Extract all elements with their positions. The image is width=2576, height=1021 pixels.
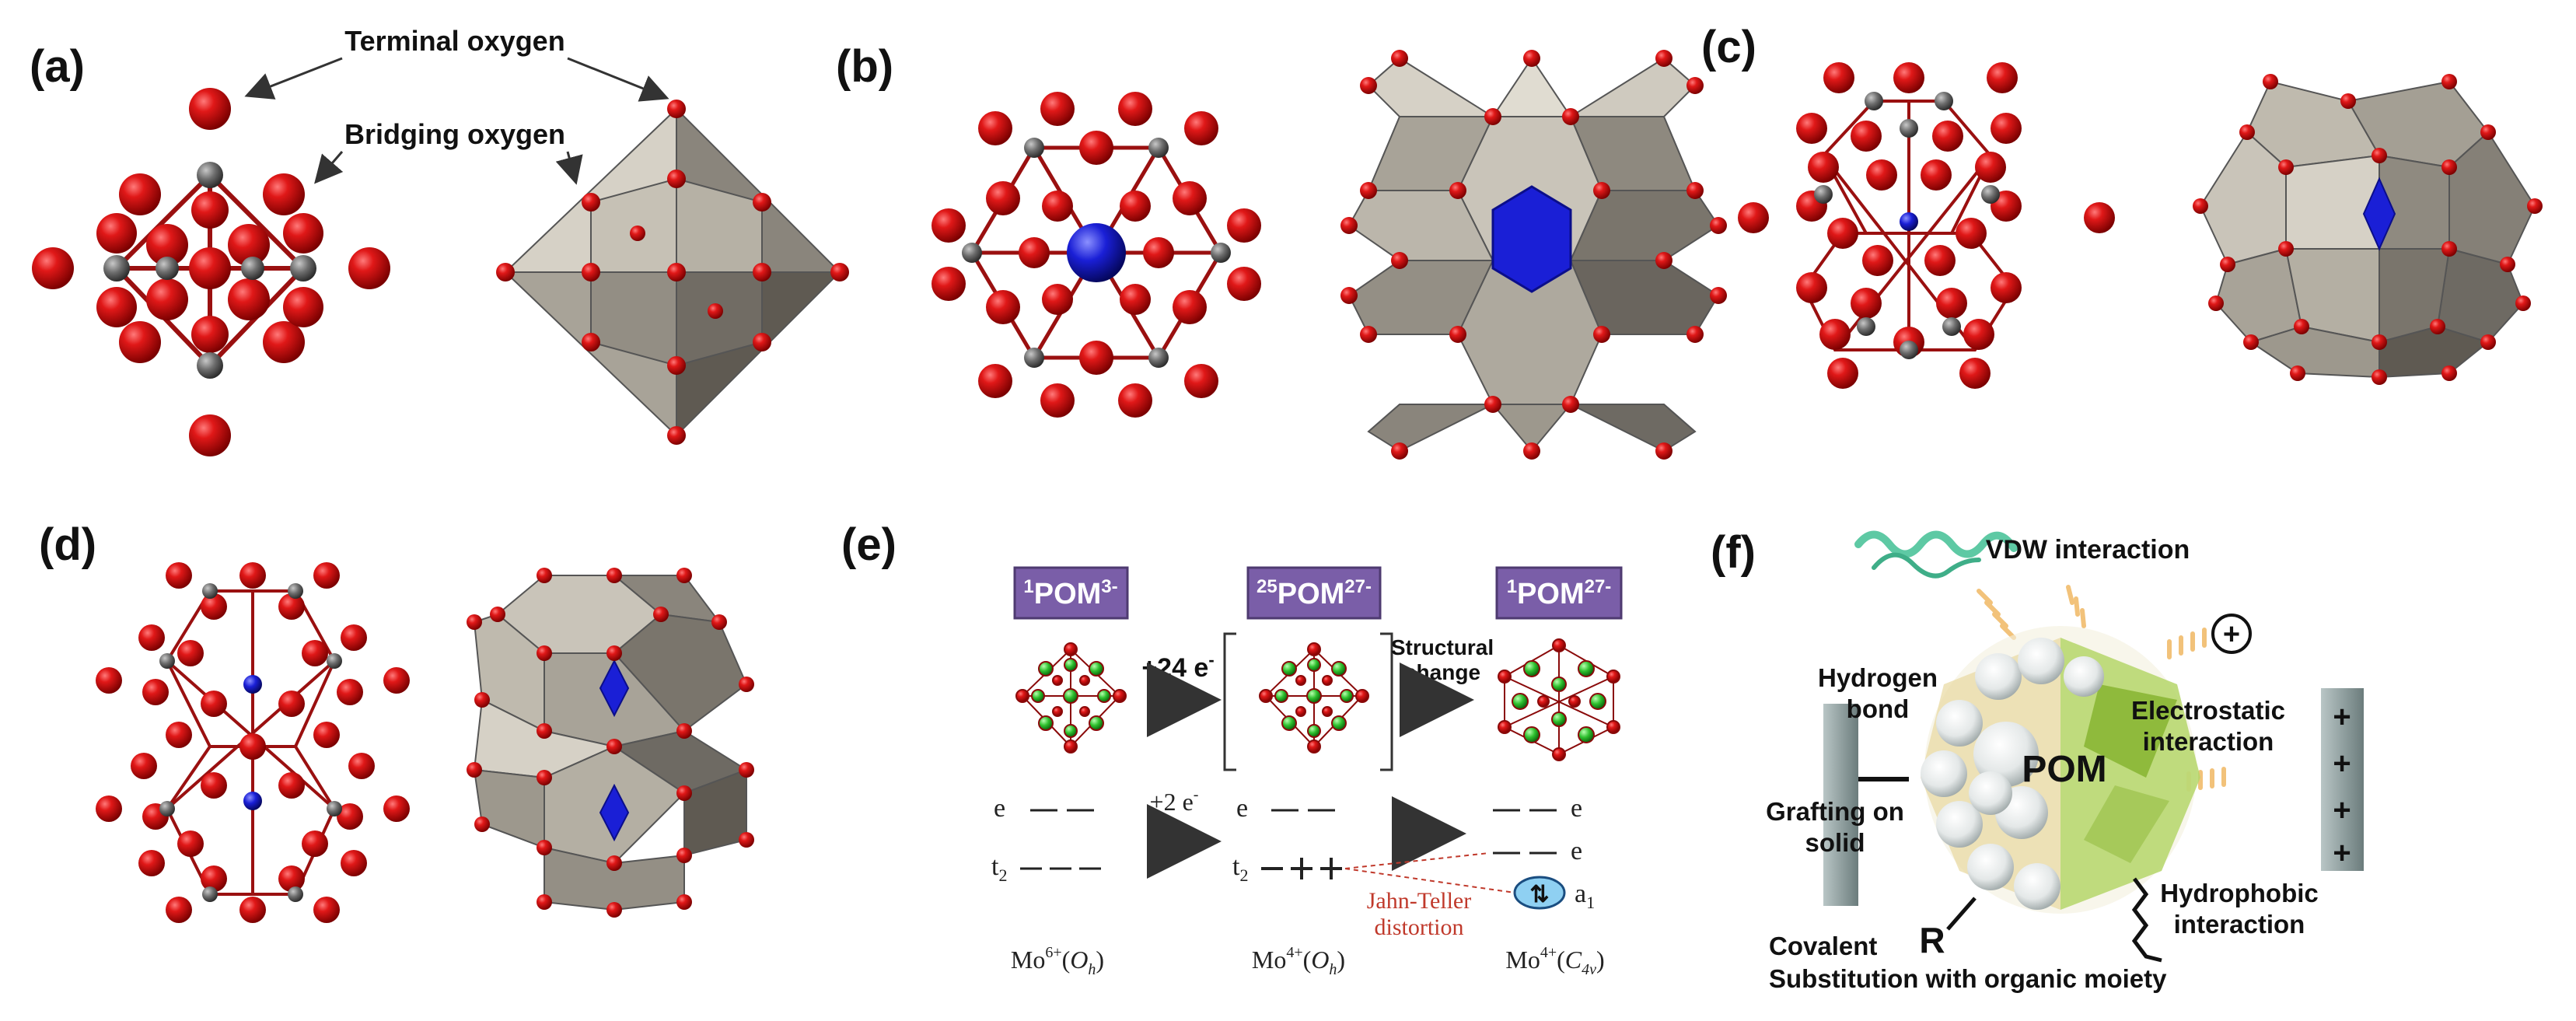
state-mo4-oh: Mo4+(Oh) [1252, 944, 1345, 978]
vdw-wave-icon-2 [2066, 585, 2086, 628]
electrostatic-wave-icon [2167, 628, 2207, 659]
panel-f-label: (f) [1711, 527, 1756, 578]
lindqvist-polyhedra [503, 107, 842, 438]
terminal-arrow-left [244, 57, 343, 100]
heteroatom-c [1900, 212, 1918, 231]
metal-atoms-d [159, 583, 342, 902]
panel-e: 1POM3- 25POM27- 1POM27- [991, 566, 1623, 978]
oxygen-atoms-c [1738, 62, 2115, 389]
electrode-plus-2: + [2333, 747, 2351, 781]
heteroatom-octahedron-b [1491, 185, 1572, 293]
badge-pom-25: 25POM27- [1246, 566, 1382, 620]
panel-a: Terminal oxygen Bridging oxygen [32, 25, 849, 456]
electrode-plus-3: + [2333, 793, 2351, 827]
r-linker [1946, 897, 1977, 931]
cluster-reduced [1259, 642, 1369, 754]
hydrophobic-chain-icon [2131, 877, 2162, 963]
heteroatom-tetrahedron-c [2362, 177, 2396, 251]
bridging-arrow-left [314, 151, 344, 184]
panel-c-label: (c) [1701, 22, 1756, 72]
heteroatom-d-bottom [243, 792, 262, 810]
panel-d-label: (d) [39, 519, 96, 570]
step-plus-24e: +24 e- [1141, 650, 1214, 683]
level-e-4: e [1571, 837, 1582, 865]
metal-atoms-b [962, 138, 1231, 368]
vdw-wave-icon [1977, 589, 2016, 640]
oxygen-atoms-b [931, 92, 1261, 418]
cluster-oxidized [1015, 642, 1127, 754]
heteroatom-b [1067, 223, 1126, 282]
protein-ribbon-icon [1854, 530, 2018, 558]
electron-crosses [1261, 858, 1342, 879]
metal-atoms-a [103, 162, 316, 379]
cluster-distorted [1498, 638, 1620, 761]
svg-text:+: + [2223, 618, 2240, 651]
polyhedra-oxygens-d [467, 568, 754, 918]
level-a1: a1 [1575, 879, 1595, 912]
level-e-3: e [1571, 794, 1582, 823]
level-e-2: e [1236, 794, 1248, 823]
level-t2-2: t2 [1232, 852, 1248, 885]
pom-label: POM [2022, 749, 2106, 790]
bracket-left [1223, 632, 1236, 771]
panel-f: VDW interaction + + + + + [1766, 530, 2364, 993]
bridging-arrow-right [555, 151, 583, 185]
r-group-label: R [1919, 920, 1945, 960]
oxygen-atoms-d [96, 562, 410, 923]
protein-ribbon-icon-2 [1872, 552, 1981, 579]
panel-b-label: (b) [836, 41, 893, 92]
panel-c [1738, 62, 2543, 389]
polyhedra-oxygens-b [1340, 50, 1727, 460]
svg-text:25POM27-: 25POM27- [1257, 576, 1372, 610]
jahn-teller-dashes [1344, 852, 1515, 893]
terminal-oxygen-label: Terminal oxygen [344, 25, 564, 57]
metal-atoms-c [1814, 92, 2000, 359]
state-mo6-oh: Mo6+(Oh) [1011, 944, 1104, 978]
panel-a-label: (a) [30, 41, 85, 92]
paired-electrons-icon: ⇅ [1529, 882, 1549, 907]
heteroatom-tetrahedron-d-bottom [599, 783, 630, 842]
badge-pom-1: 1POM3- [1013, 566, 1129, 620]
oxygen-atoms-a [32, 88, 390, 456]
pom-cluster [1921, 626, 2200, 914]
covalent-label: Covalent [1769, 932, 1877, 960]
badge-pom-27: 1POM27- [1495, 566, 1623, 620]
positive-electrode [2321, 688, 2364, 871]
substitution-label: Substitution with organic moiety [1769, 964, 2167, 993]
panel-d [96, 562, 754, 923]
electrode-plus-1: + [2333, 700, 2351, 734]
solid-substrate [1823, 704, 1858, 906]
panel-b [931, 50, 1727, 460]
level-e-1: e [994, 794, 1005, 823]
plus-charge-icon: + [2211, 614, 2252, 654]
heteroatom-tetrahedron-d-top [599, 659, 630, 718]
bridging-oxygen-label: Bridging oxygen [344, 118, 565, 150]
terminal-arrow-right [567, 57, 669, 102]
bracket-right [1380, 632, 1393, 771]
step-plus-2e: +2 e- [1150, 786, 1199, 816]
electrode-plus-4: + [2333, 836, 2351, 870]
heteroatom-d-top [243, 675, 262, 694]
state-mo4-c4v: Mo4+(C4v) [1505, 944, 1604, 978]
polyhedra-oxygens-c [2193, 74, 2543, 385]
panel-e-label: (e) [841, 519, 897, 570]
svg-text:1POM27-: 1POM27- [1507, 576, 1612, 610]
vdw-label: VDW interaction [1986, 535, 2190, 565]
polyhedra-oxygens-a [496, 100, 849, 445]
svg-text:1POM3-: 1POM3- [1023, 576, 1117, 610]
level-t2-1: t2 [991, 852, 1007, 885]
